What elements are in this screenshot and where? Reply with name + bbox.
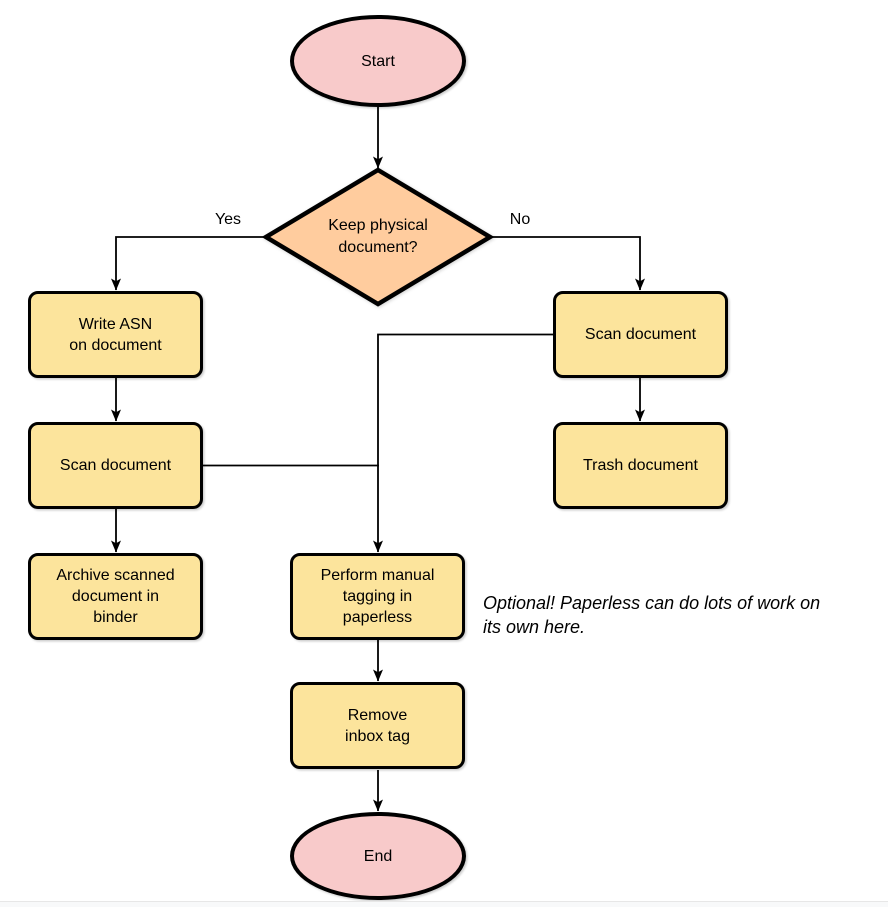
- start-node-label: Start: [361, 52, 395, 70]
- decision-label-text: Keep physical document?: [328, 217, 428, 256]
- edge-label-yes: Yes: [214, 211, 242, 228]
- write-asn-node-label: Write ASN on document: [69, 315, 162, 354]
- scan-document-left-node: Scan document: [28, 422, 203, 509]
- scan-document-left-node-label: Scan document: [59, 457, 172, 474]
- scan-document-right-node: Scan document: [553, 291, 728, 378]
- edge-label-no: No: [509, 211, 531, 228]
- trash-document-node-label: Trash document: [582, 457, 698, 474]
- write-asn-node: Write ASN on document: [28, 291, 203, 378]
- remove-inbox-tag-node-label: Remove inbox tag: [345, 706, 410, 745]
- edge-decision-no-to-scan-right: [491, 236, 645, 291]
- remove-inbox-tag-node: Remove inbox tag: [290, 682, 465, 769]
- archive-binder-node: Archive scanned document in binder: [28, 553, 203, 640]
- manual-tagging-node-label: Perform manual tagging in paperless: [320, 567, 435, 626]
- decision-node-label: Keep physical document?: [283, 205, 473, 269]
- edge-decision-yes-to-write-asn: [111, 236, 265, 291]
- archive-binder-node-label: Archive scanned document in binder: [56, 567, 175, 626]
- optional-note-text: Optional! Paperless can do lots of work …: [483, 593, 821, 637]
- end-node: End: [290, 812, 466, 900]
- trash-document-node: Trash document: [553, 422, 728, 509]
- bottom-strip: [0, 902, 888, 907]
- bottom-divider-line: [0, 901, 888, 902]
- start-node: Start: [290, 15, 466, 107]
- manual-tagging-node: Perform manual tagging in paperless: [290, 553, 465, 640]
- decision-diamond-shape: [261, 167, 495, 307]
- scan-document-right-node-label: Scan document: [584, 326, 697, 343]
- end-node-label: End: [363, 847, 393, 865]
- edge-scan-right-to-tagging: [373, 333, 553, 553]
